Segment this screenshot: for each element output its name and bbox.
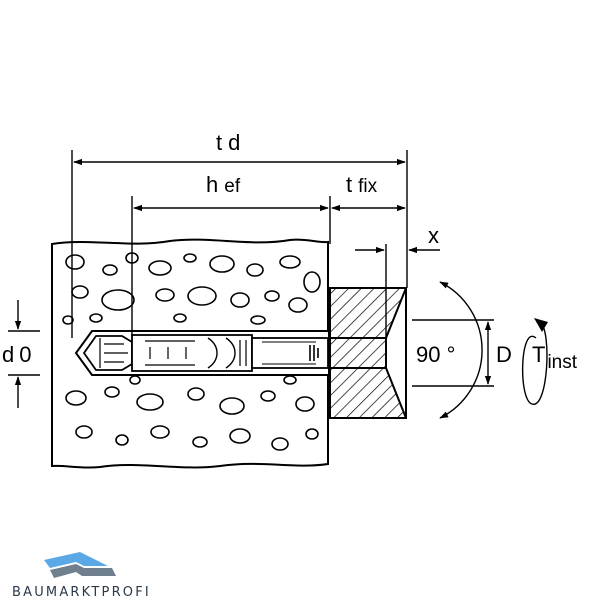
D-label: D bbox=[496, 342, 512, 367]
x-label: x bbox=[428, 223, 439, 248]
baumarktprofi-logo: BAUMARKTPROFI bbox=[12, 552, 151, 600]
logo-text: BAUMARKTPROFI bbox=[12, 585, 151, 600]
anchor-bolt bbox=[82, 334, 386, 372]
dimension-lines bbox=[8, 150, 548, 419]
fixture-plate bbox=[329, 287, 407, 419]
angle-label: 90 ° bbox=[416, 342, 455, 367]
aggregate-stones bbox=[62, 252, 321, 451]
